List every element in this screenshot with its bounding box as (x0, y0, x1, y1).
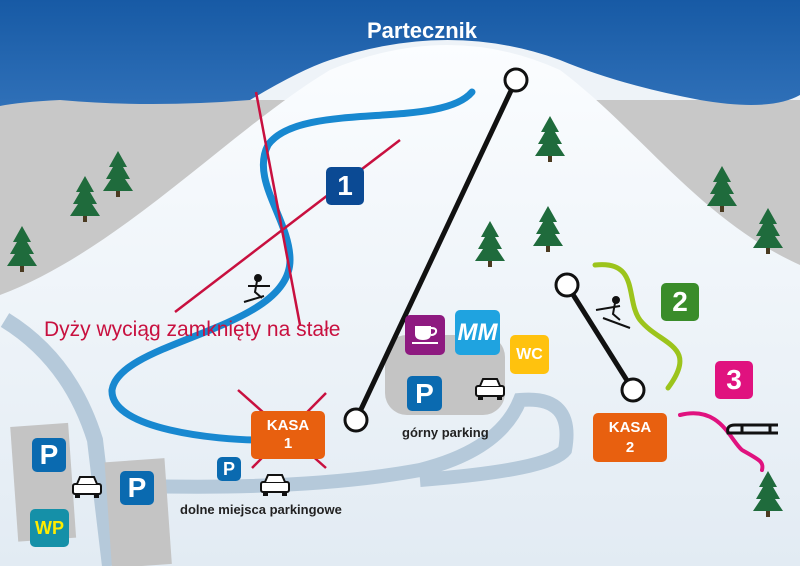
small-lift (564, 283, 636, 392)
cafe-sign (405, 315, 445, 355)
route-3-badge[interactable]: 3 (715, 361, 753, 399)
kasa-2[interactable]: KASA 2 (593, 413, 667, 462)
route-1-badge[interactable]: 1 (326, 167, 364, 205)
kasa-1-label: KASA (266, 417, 310, 434)
kasa-1-number: 1 (283, 435, 293, 452)
closed-cross-line (254, 91, 302, 326)
kasa-1-closed[interactable]: KASA 1 (251, 411, 325, 459)
sky (0, 0, 800, 106)
lower-parking-label: dolne miejsca parkingowe (180, 502, 342, 517)
slope-2[interactable] (592, 262, 683, 391)
access-road (0, 313, 118, 566)
parking-sign: P (32, 438, 66, 472)
coffee-cup-icon (412, 326, 438, 344)
kasa-2-number: 2 (625, 438, 635, 456)
skier-icon (243, 274, 631, 329)
mountain-name: Partecznik (366, 18, 478, 43)
wc-sign: WC (510, 335, 549, 374)
upper-parking-label: górny parking (402, 425, 489, 440)
parking-sign: P (217, 457, 241, 481)
mm-sign: MM (455, 310, 500, 355)
big-lift (353, 78, 519, 422)
parking-sign: P (407, 376, 442, 411)
lift-station-bottom (343, 407, 369, 433)
sled-icon (726, 423, 778, 435)
slope-1[interactable] (108, 88, 476, 444)
wp-sign: WP (30, 509, 69, 547)
closed-lift-notice: Dyży wyciąg zamknięty na stałe (44, 318, 341, 341)
slope-3[interactable] (678, 411, 765, 472)
route-2-badge[interactable]: 2 (661, 283, 699, 321)
small-lift-station-bottom (620, 377, 646, 403)
kasa-2-label: KASA (608, 418, 652, 436)
small-lift-station-top (554, 272, 580, 298)
lift-station-top (503, 67, 529, 93)
parking-sign: P (120, 471, 154, 505)
